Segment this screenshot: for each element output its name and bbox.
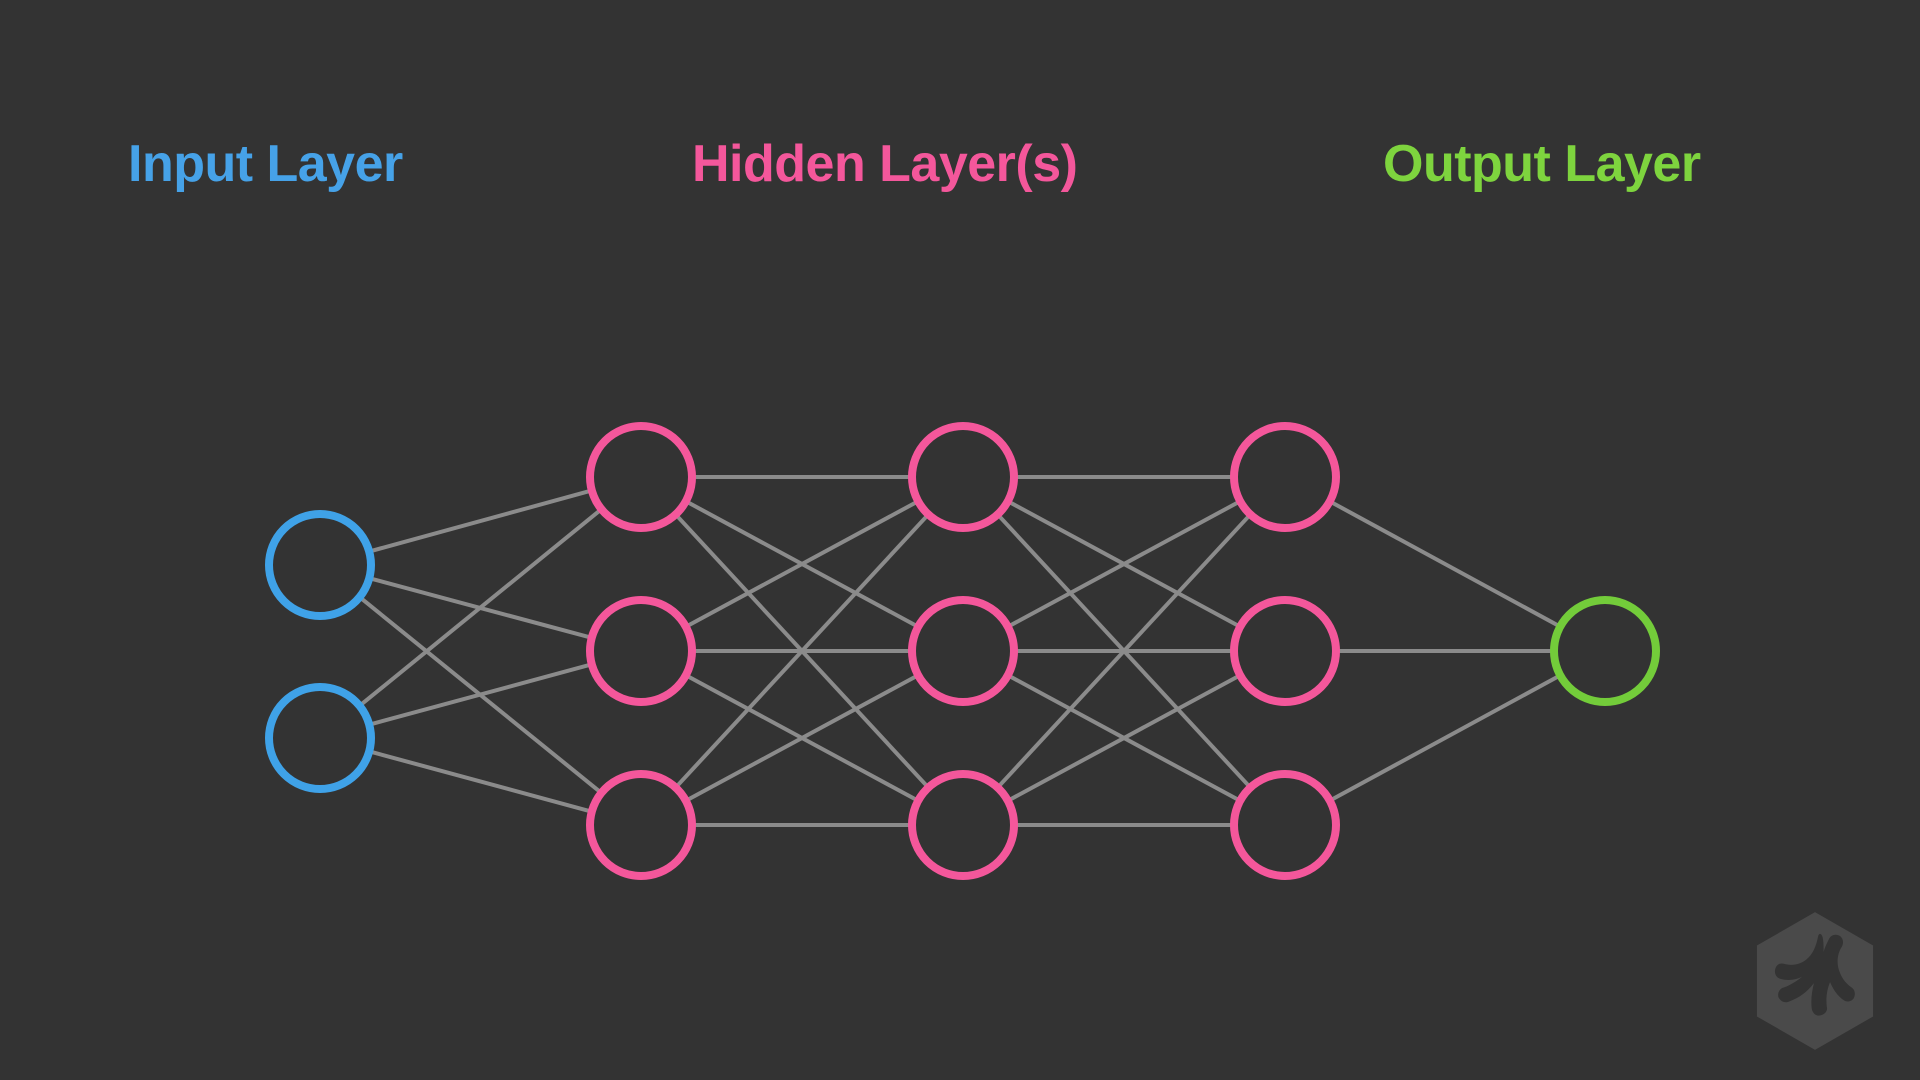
- connection-edge: [1006, 499, 1242, 629]
- connection-edge: [368, 662, 593, 727]
- splat-glyph: [1774, 933, 1855, 1016]
- hidden-layer-label: Hidden Layer(s): [692, 135, 1078, 193]
- neuron-node-i2[interactable]: [265, 683, 375, 793]
- output-layer-label: Output Layer: [1383, 135, 1701, 193]
- edge-group: [358, 475, 1562, 827]
- neuron-node-h3_3[interactable]: [1230, 770, 1340, 880]
- input-layer-label: Input Layer: [128, 135, 403, 193]
- neuron-node-h2_1[interactable]: [908, 422, 1018, 532]
- connection-edge: [1006, 673, 1242, 803]
- neuron-node-h2_2[interactable]: [908, 596, 1018, 706]
- node-group: [265, 422, 1660, 880]
- connection-edge: [674, 513, 930, 789]
- neuron-node-h1_3[interactable]: [586, 770, 696, 880]
- connection-edge: [996, 513, 1252, 789]
- neuron-node-o1[interactable]: [1550, 596, 1660, 706]
- neuron-node-i1[interactable]: [265, 510, 375, 620]
- neuron-node-h1_1[interactable]: [586, 422, 696, 532]
- connection-edge: [1328, 499, 1562, 629]
- connection-edge: [684, 499, 920, 629]
- connection-edge: [368, 749, 593, 814]
- neuron-node-h2_3[interactable]: [908, 770, 1018, 880]
- connection-edge: [358, 507, 603, 708]
- hexagon-splat-logo-icon: [1756, 912, 1874, 1050]
- neuron-node-h3_2[interactable]: [1230, 596, 1340, 706]
- neuron-node-h1_2[interactable]: [586, 596, 696, 706]
- connection-edge: [1328, 673, 1562, 803]
- connection-edge: [368, 488, 593, 554]
- neuron-node-h3_1[interactable]: [1230, 422, 1340, 532]
- connection-edge: [684, 673, 920, 803]
